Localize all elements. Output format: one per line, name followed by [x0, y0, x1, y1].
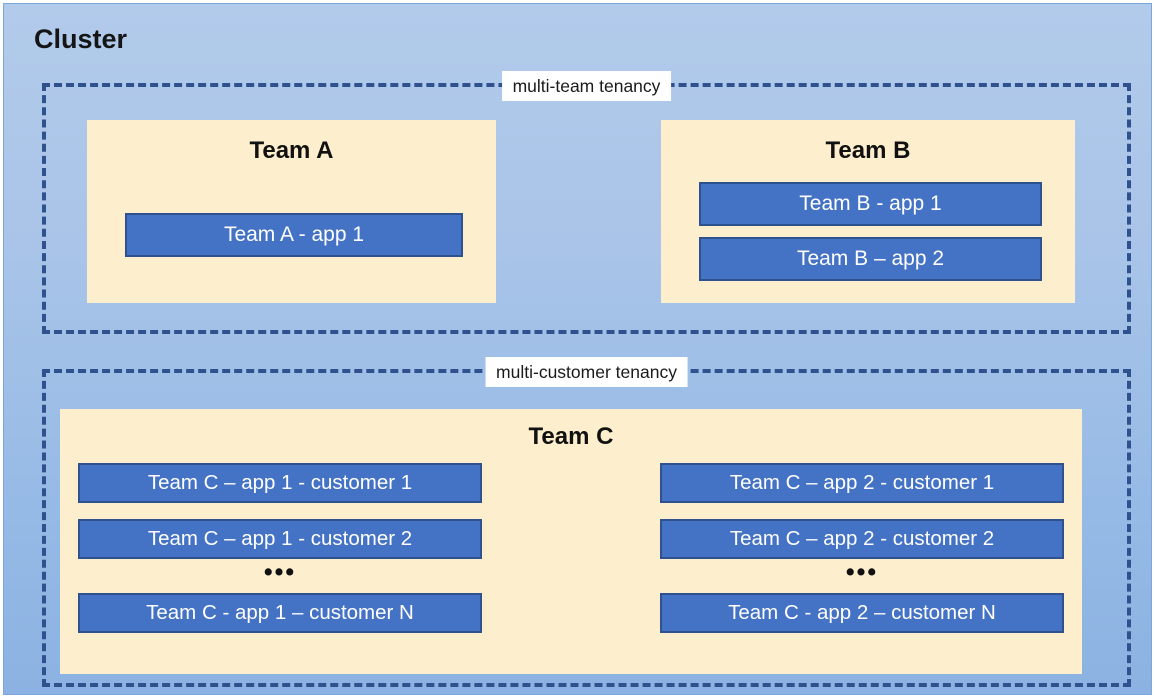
cluster-title: Cluster	[34, 24, 128, 54]
app-column-team-c-app-2: Team C – app 2 - customer 1 Team C – app…	[660, 463, 1064, 633]
ellipsis-team-c-app-1: •••	[263, 557, 297, 586]
app-list-team-b: Team B - app 1 Team B – app 2	[699, 182, 1042, 281]
cluster-panel: Cluster multi-team tenancy Team A Team A…	[3, 3, 1152, 695]
app-box-team-c-app-2-customer-2[interactable]: Team C – app 2 - customer 2	[660, 519, 1064, 559]
app-box-team-c-app-1-customer-2[interactable]: Team C – app 1 - customer 2	[78, 519, 482, 559]
team-title-team-a: Team A	[249, 137, 334, 164]
tenancy-label-multi-team: multi-team tenancy	[501, 71, 672, 101]
app-box-team-b-app-2[interactable]: Team B – app 2	[699, 237, 1042, 281]
app-box-team-c-app-2-customer-1[interactable]: Team C – app 2 - customer 1	[660, 463, 1064, 503]
team-box-team-b: Team B Team B - app 1 Team B – app 2	[661, 120, 1075, 303]
app-box-team-c-app-2-customer-n[interactable]: Team C - app 2 – customer N	[660, 593, 1064, 633]
app-box-team-c-app-1-customer-n[interactable]: Team C - app 1 – customer N	[78, 593, 482, 633]
tenancy-label-multi-customer: multi-customer tenancy	[485, 357, 688, 387]
ellipsis-team-c-app-2: •••	[845, 557, 879, 586]
team-title-team-c: Team C	[528, 423, 614, 450]
tenancy-group-multi-team: multi-team tenancy	[42, 71, 1131, 334]
app-box-team-a-app-1[interactable]: Team A - app 1	[125, 213, 463, 257]
team-title-team-b: Team B	[825, 137, 911, 164]
app-box-team-b-app-1[interactable]: Team B - app 1	[699, 182, 1042, 226]
team-box-team-a: Team A Team A - app 1	[87, 120, 496, 303]
tenancy-group-multi-customer: multi-customer tenancy	[42, 357, 1131, 687]
app-box-team-c-app-1-customer-1[interactable]: Team C – app 1 - customer 1	[78, 463, 482, 503]
team-box-team-c: Team C Team C – app 1 - customer 1 Team …	[60, 409, 1082, 674]
app-columns-team-c: Team C – app 1 - customer 1 Team C – app…	[60, 463, 1082, 633]
app-list-team-a: Team A - app 1	[125, 213, 463, 257]
app-column-team-c-app-1: Team C – app 1 - customer 1 Team C – app…	[78, 463, 482, 633]
